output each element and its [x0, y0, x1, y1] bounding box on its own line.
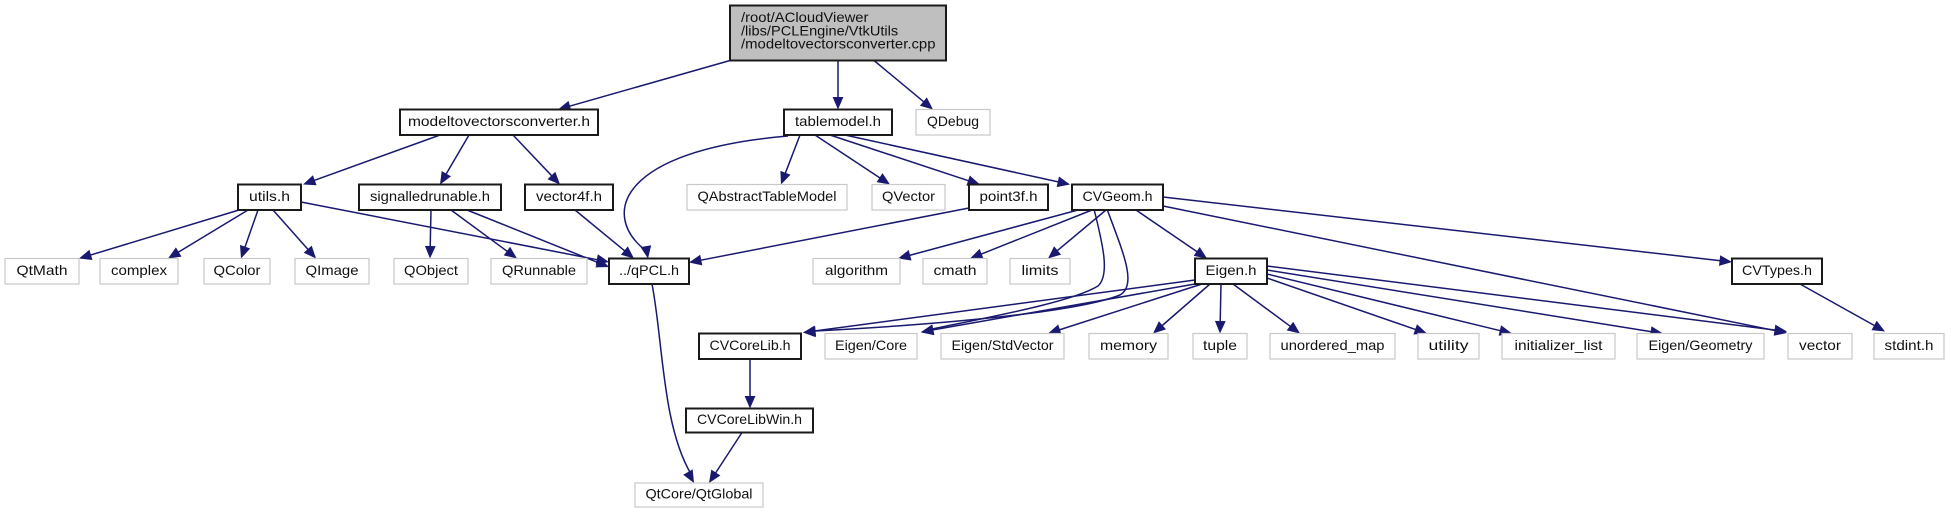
svg-text:initializer_list: initializer_list [1515, 337, 1603, 353]
svg-text:Eigen.h: Eigen.h [1206, 262, 1257, 278]
svg-text:cmath: cmath [934, 262, 977, 278]
svg-text:../qPCL.h: ../qPCL.h [619, 262, 679, 278]
svg-text:utils.h: utils.h [249, 188, 290, 204]
svg-text:vector4f.h: vector4f.h [536, 188, 602, 204]
svg-text:utility: utility [1429, 337, 1469, 353]
svg-text:tablemodel.h: tablemodel.h [795, 113, 881, 129]
svg-text:CVTypes.h: CVTypes.h [1742, 262, 1812, 278]
svg-text:Eigen/StdVector: Eigen/StdVector [952, 337, 1054, 353]
svg-text:Eigen/Core: Eigen/Core [835, 337, 907, 353]
svg-text:QObject: QObject [404, 262, 458, 278]
svg-text:signalledrunable.h: signalledrunable.h [370, 188, 490, 204]
svg-text:complex: complex [111, 262, 167, 278]
svg-text:/root/ACloudViewer: /root/ACloudViewer [741, 9, 869, 25]
svg-text:QVector: QVector [882, 188, 935, 204]
svg-text:CVGeom.h: CVGeom.h [1083, 188, 1153, 204]
svg-text:/libs/PCLEngine/VtkUtils: /libs/PCLEngine/VtkUtils [741, 22, 898, 38]
svg-text:QImage: QImage [306, 262, 359, 278]
svg-text:QDebug: QDebug [927, 113, 979, 129]
svg-text:QAbstractTableModel: QAbstractTableModel [698, 188, 837, 204]
svg-text:QtCore/QtGlobal: QtCore/QtGlobal [646, 486, 753, 502]
svg-text:QColor: QColor [214, 262, 261, 278]
svg-text:QRunnable: QRunnable [502, 262, 576, 278]
svg-text:vector: vector [1799, 337, 1841, 353]
svg-text:tuple: tuple [1203, 337, 1237, 353]
svg-text:point3f.h: point3f.h [980, 188, 1038, 204]
svg-text:modeltovectorsconverter.h: modeltovectorsconverter.h [408, 113, 590, 129]
svg-text:unordered_map: unordered_map [1281, 337, 1385, 353]
svg-text:Eigen/Geometry: Eigen/Geometry [1649, 337, 1753, 353]
svg-text:CVCoreLibWin.h: CVCoreLibWin.h [697, 411, 802, 427]
svg-text:memory: memory [1100, 337, 1157, 353]
svg-text:stdint.h: stdint.h [1885, 337, 1934, 353]
svg-text:CVCoreLib.h: CVCoreLib.h [710, 337, 791, 353]
svg-text:limits: limits [1022, 262, 1059, 278]
svg-text:QtMath: QtMath [17, 262, 68, 278]
svg-text:algorithm: algorithm [825, 262, 888, 278]
svg-text:/modeltovectorsconverter.cpp: /modeltovectorsconverter.cpp [741, 35, 936, 51]
